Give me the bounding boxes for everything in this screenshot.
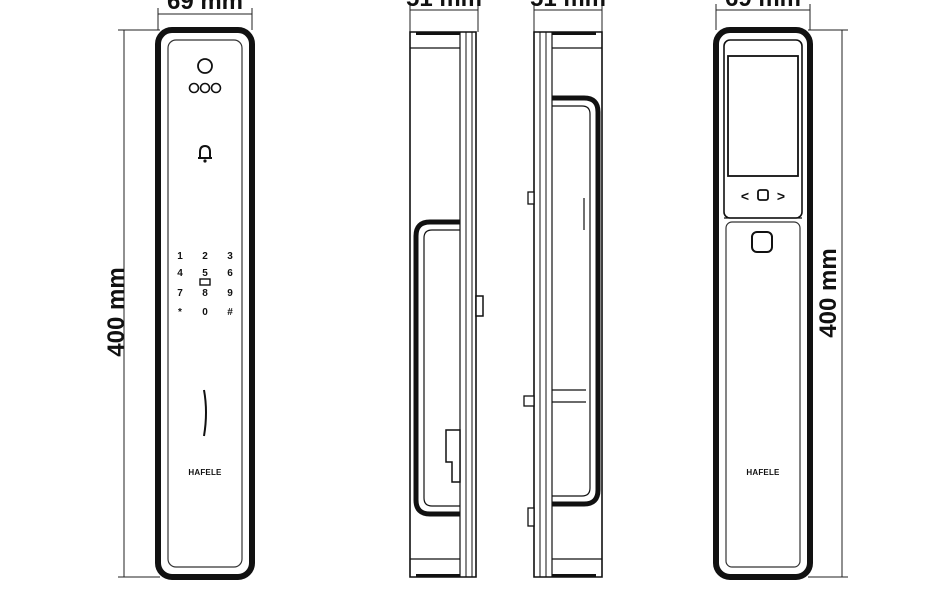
side-left-depth-label: 51 mm (406, 0, 482, 12)
mounting-tab (523, 395, 535, 407)
keypad-key[interactable]: 6 (227, 268, 233, 279)
keyhole-slot (203, 389, 207, 437)
keypad-key[interactable]: 4 (177, 268, 183, 279)
brand-logo: HAFELE (188, 468, 222, 477)
nav-left-button[interactable]: < (741, 188, 749, 204)
keypad-key[interactable]: 8 (202, 288, 208, 299)
front-panel (167, 39, 243, 568)
keypad-key[interactable]: 9 (227, 288, 233, 299)
side-view-right: 51 mm (523, 0, 606, 578)
side-right-body (533, 31, 603, 578)
keypad-key[interactable]: 5 (202, 268, 208, 279)
front-height-label: 400 mm (103, 267, 130, 356)
spindle (475, 295, 484, 317)
mounting-tab (527, 191, 535, 205)
nav-center-button[interactable] (757, 189, 769, 201)
mounting-tab (527, 507, 535, 527)
back-height-label: 400 mm (815, 248, 842, 337)
front-lock-body (155, 27, 255, 580)
display-screen (727, 55, 799, 177)
camera-icon (197, 58, 213, 74)
back-width-label: 69 mm (725, 0, 801, 12)
brand-logo: HAFELE (746, 468, 780, 477)
keypad-key[interactable]: 2 (202, 251, 208, 262)
sensor-icon (188, 82, 200, 94)
keypad-key[interactable]: 3 (227, 251, 233, 262)
sensor-icon (199, 82, 211, 94)
front-view: 69 mm 400 mm 1 2 3 4 5 6 7 8 (103, 0, 255, 580)
side-right-depth-label: 51 mm (530, 0, 606, 12)
keypad-key[interactable]: 0 (202, 307, 208, 318)
keypad-key[interactable]: 7 (177, 288, 183, 299)
back-panel (725, 221, 801, 568)
back-view: 69 mm 400 mm < > HAFELE (713, 0, 848, 580)
keypad-key[interactable]: * (178, 307, 182, 318)
front-width-label: 69 mm (167, 0, 243, 15)
card-reader-icon (199, 278, 211, 286)
doorbell-icon[interactable] (198, 144, 212, 163)
door-handle[interactable] (552, 95, 601, 507)
keypad-key[interactable]: # (227, 307, 233, 318)
sensor-icon (210, 82, 222, 94)
nav-right-button[interactable]: > (777, 188, 785, 204)
fingerprint-sensor-icon[interactable] (751, 231, 773, 253)
keypad[interactable]: 1 2 3 4 5 6 7 8 9 * 0 # (177, 251, 233, 318)
keypad-key[interactable]: 1 (177, 251, 183, 262)
side-view-left: 51 mm (406, 0, 484, 578)
latch-bracket (445, 429, 461, 483)
door-handle[interactable] (413, 219, 460, 517)
